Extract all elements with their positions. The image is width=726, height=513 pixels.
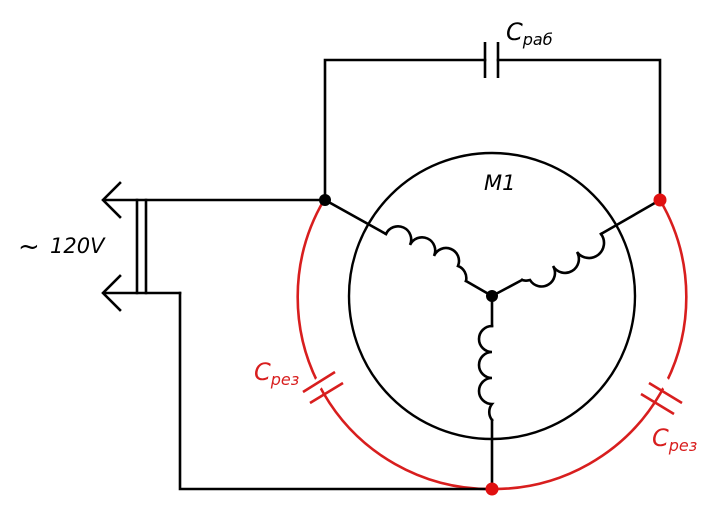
terminal-arrow-top	[101, 181, 122, 219]
supply-wiring	[102, 198, 494, 491]
winding-bottom	[477, 294, 495, 491]
junction-dot-right-red	[653, 193, 667, 207]
reserve-capacitor-left	[302, 370, 344, 405]
junction-dot-center	[486, 290, 498, 302]
reserve-capacitor-right	[640, 371, 683, 416]
red-arc-left	[296, 199, 493, 491]
red-arc-right	[491, 199, 688, 491]
reserve-capacitor-left-label: Cрез	[254, 358, 299, 389]
run-capacitor-label: Cраб	[506, 18, 553, 49]
source-symbol: ~	[18, 232, 40, 262]
reserve-capacitor-right-label: Cрез	[652, 424, 697, 455]
terminal-arrow-bottom	[101, 274, 122, 312]
source-voltage-label: 120V	[50, 234, 106, 258]
motor-label: M1	[484, 171, 515, 195]
junction-dot-left	[319, 194, 331, 206]
junction-dot-bottom-red	[485, 482, 499, 496]
run-capacitor-circuit	[323, 42, 662, 202]
